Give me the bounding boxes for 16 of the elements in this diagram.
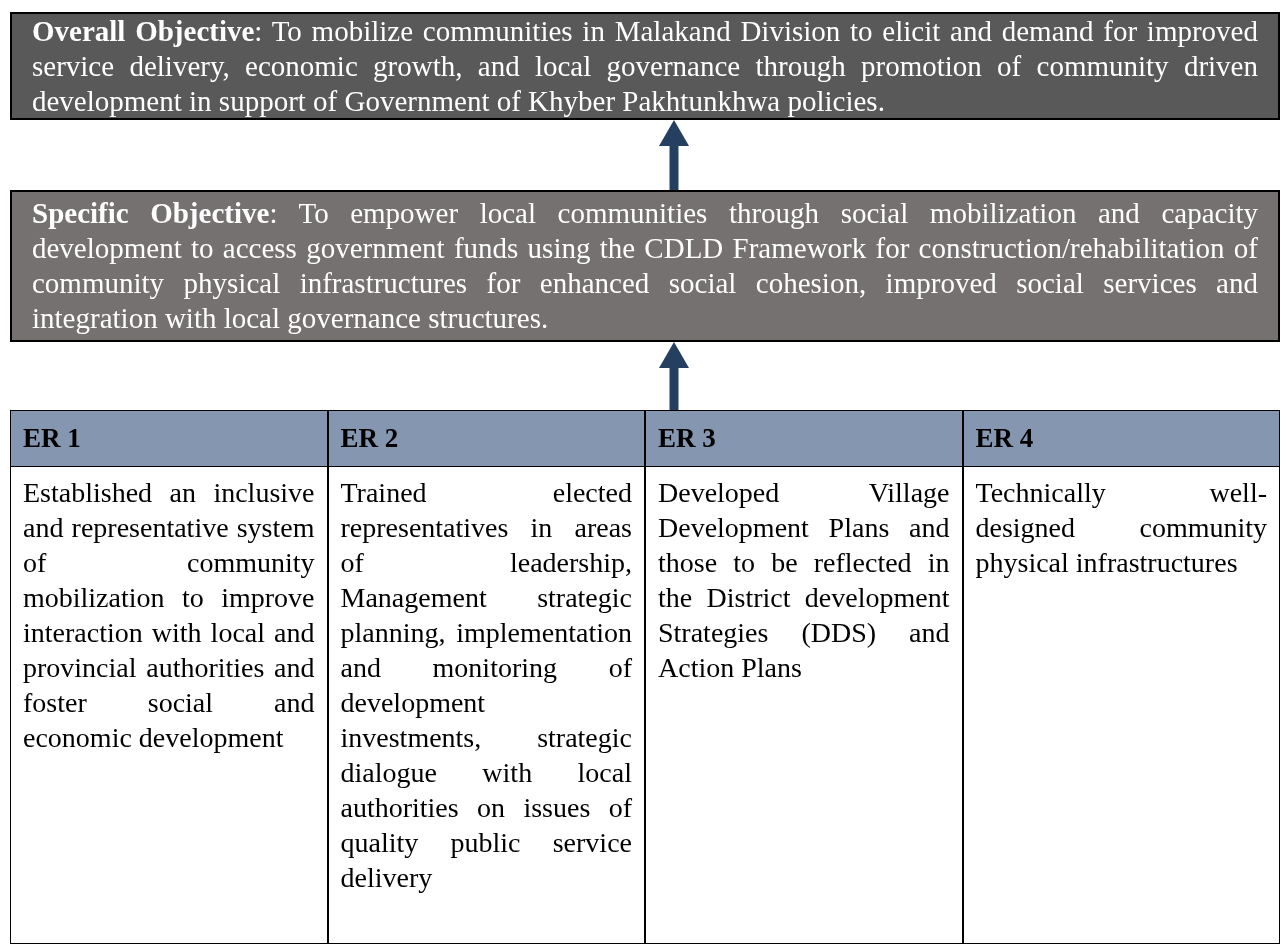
results-column [10, 410, 328, 944]
header-cell: ER 3 [646, 411, 962, 467]
cell-text: Technically well-designed community physical infrastructures [974, 476, 1268, 580]
objective-text: Overall Objective: To mobilize communities in Malakand Division to elicit and demand for improved service delivery, economic growth, and local governance through promotion of community driven development in support of Government of Khyber Pakhtunkhwa policies. [32, 13, 1258, 119]
header-cell: ER 1 [11, 411, 327, 467]
results-column [962, 410, 1280, 944]
results-column [645, 410, 963, 944]
results-column [327, 410, 645, 944]
objective-text: Specific Objective: To empower local communities through social mobilization and capacity development to access government funds using the CDLD Framework for construction/rehabilitation of community physical infrastructures for enhanced social cohesion, improved social services and integration with local governance structures. [32, 196, 1258, 336]
cell-text: Established an inclusive and representative system of community mobilization to improve interaction with local and provincial authorities and foster social and economic development [22, 476, 316, 755]
header-cell: ER 4 [963, 411, 1279, 467]
cell-text: Trained elected representatives in areas of leadership, Management strategic planning, implementation and monitoring of development investments, strategic dialogue with local authorities on issues of quality public service delivery [339, 476, 633, 895]
arrow [659, 120, 689, 190]
header-cell: ER 2 [328, 411, 644, 467]
arrow [659, 342, 689, 410]
cell-text: Developed Village Development Plans and those to be reflected in the District development Strategies (DDS) and Action Plans [657, 476, 951, 685]
